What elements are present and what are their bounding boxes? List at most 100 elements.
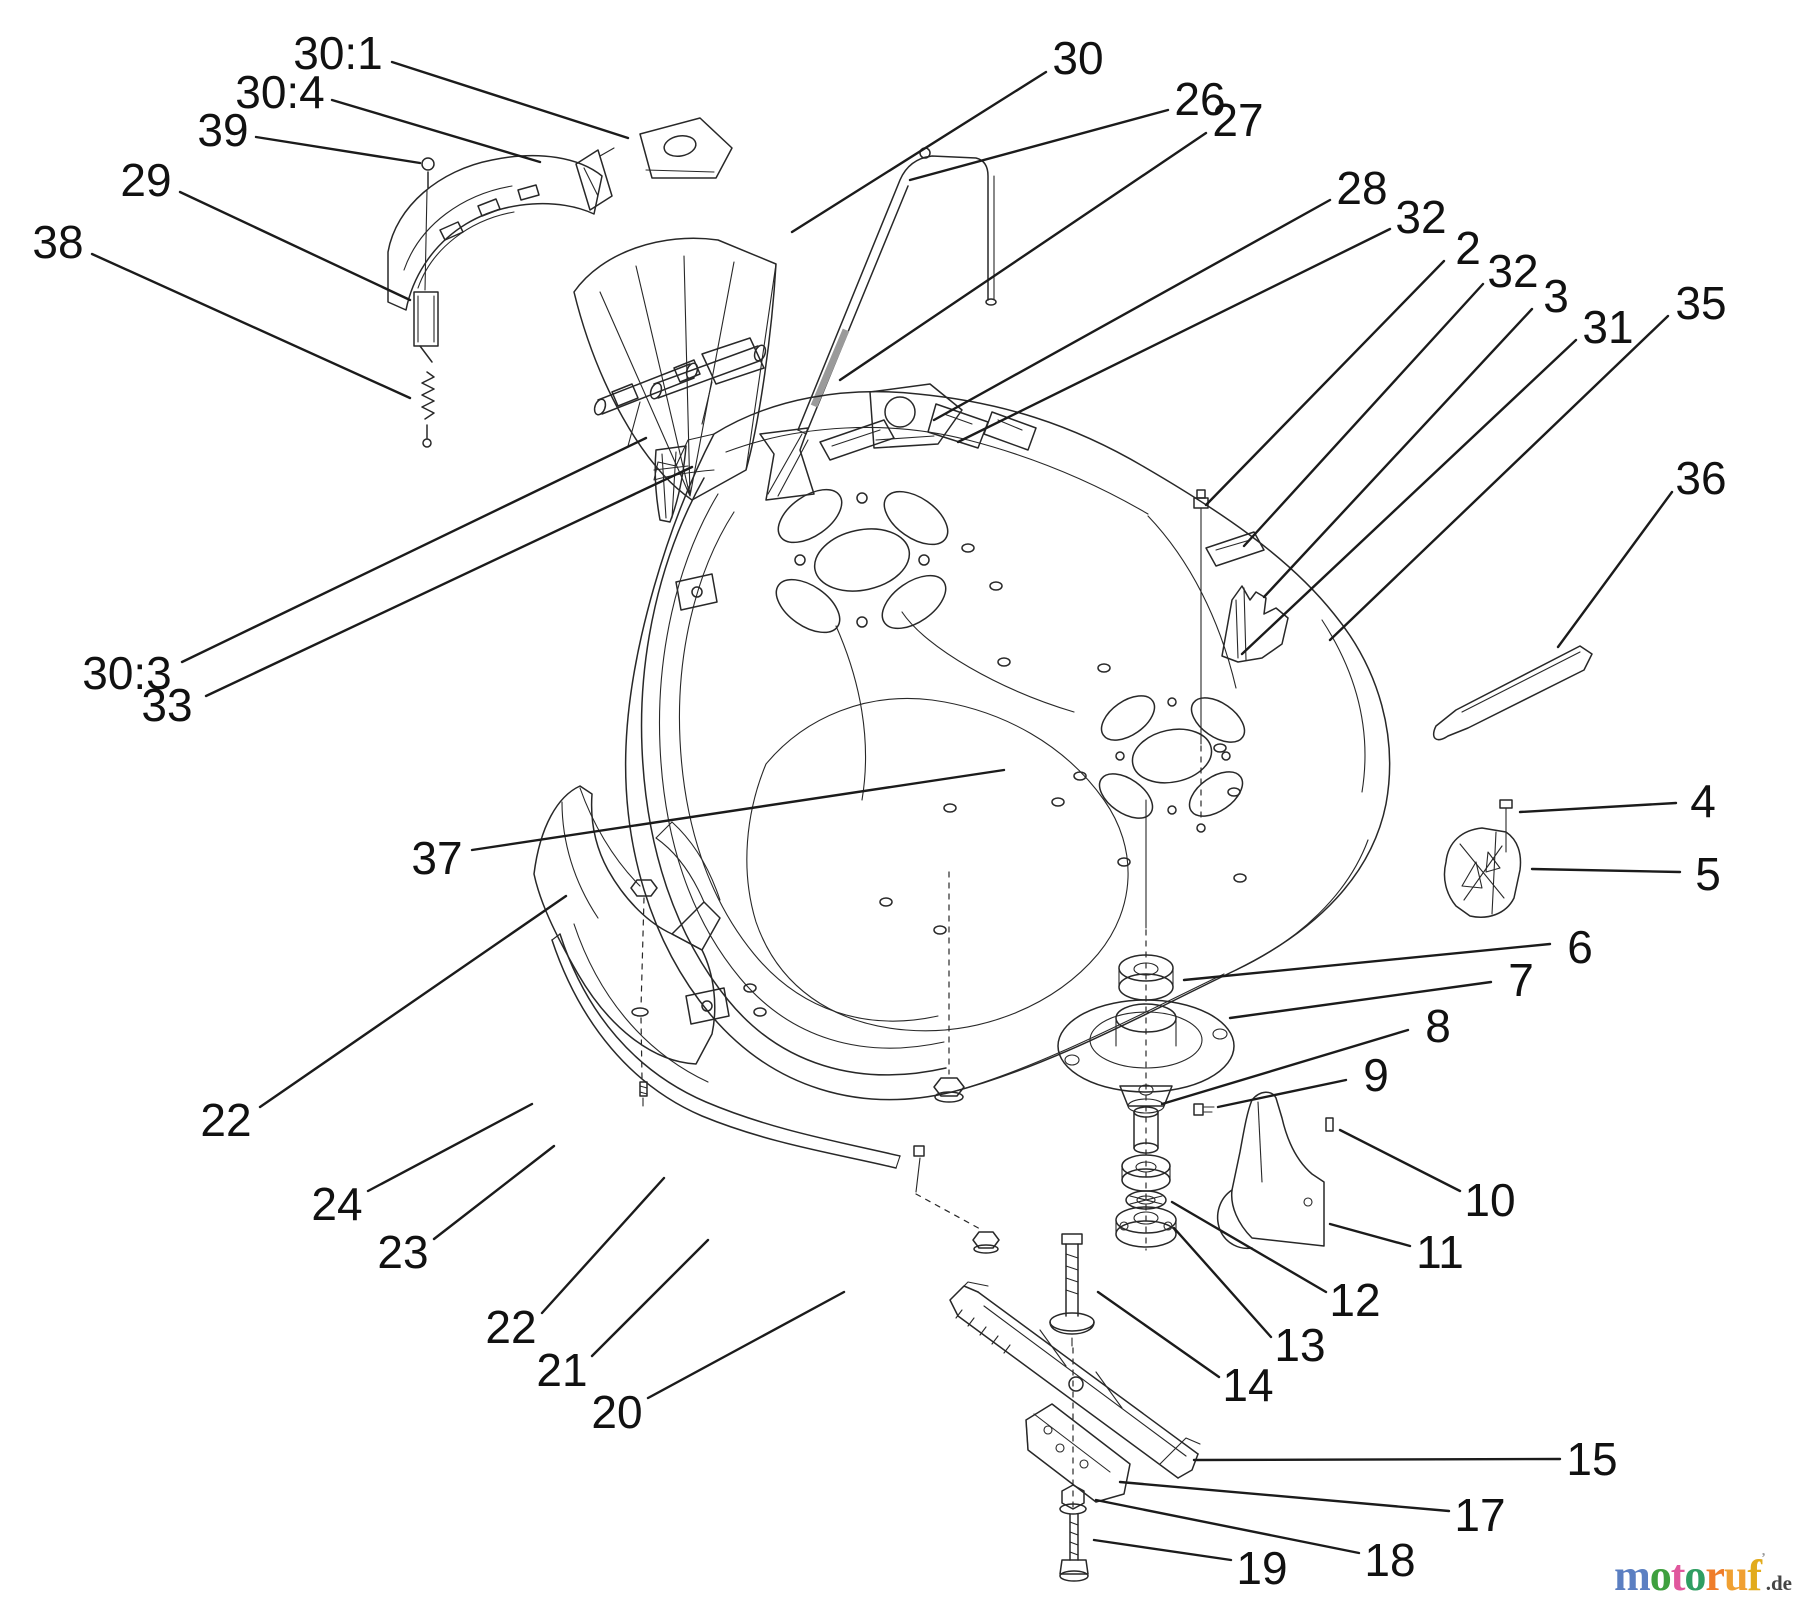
deck-nut-drawing xyxy=(933,871,965,1103)
callout-leader-18 xyxy=(1094,1498,1361,1555)
callout-label-30: 30 xyxy=(1052,32,1103,84)
watermark-letter: o xyxy=(1649,1551,1672,1600)
watermark-tm-mark: ’ xyxy=(1761,1551,1766,1566)
callout-leader-32b xyxy=(1242,282,1485,548)
callout-leader-38 xyxy=(90,252,412,400)
callout-leader-19 xyxy=(1092,1538,1233,1562)
chute-pivot-drawing xyxy=(413,291,439,363)
callout-leader-22a xyxy=(258,894,568,1109)
callout-leader-23 xyxy=(432,1144,556,1241)
callout-label-19: 19 xyxy=(1236,1542,1287,1594)
callout-leader-30-4 xyxy=(330,98,542,164)
callout-leader-10 xyxy=(1338,1128,1462,1193)
lower-deflector-drawing xyxy=(533,785,1000,1254)
callout-leader-28 xyxy=(932,198,1332,422)
callout-label-6: 6 xyxy=(1567,921,1593,973)
side-cover-drawing xyxy=(1443,799,1522,918)
callout-leader-30 xyxy=(790,70,1048,234)
spring-drawing xyxy=(421,371,435,448)
callout-label-24: 24 xyxy=(311,1178,362,1230)
callout-leader-39 xyxy=(254,135,422,165)
callout-label-17: 17 xyxy=(1454,1489,1505,1541)
watermark-word: motoruf xyxy=(1614,1551,1762,1600)
callout-label-14: 14 xyxy=(1222,1359,1273,1411)
watermark-letter: u xyxy=(1723,1551,1749,1600)
callout-label-23: 23 xyxy=(377,1226,428,1278)
callout-leader-12 xyxy=(1170,1200,1328,1294)
callout-label-39: 39 xyxy=(197,104,248,156)
callout-label-11: 11 xyxy=(1416,1226,1464,1278)
callout-leader-5 xyxy=(1530,867,1682,874)
callout-leader-15 xyxy=(1192,1457,1562,1462)
callout-label-15: 15 xyxy=(1566,1433,1617,1485)
callout-label-30-3: 30:3 xyxy=(82,647,172,699)
callout-leader-4 xyxy=(1518,801,1678,814)
spindle-boss-front-drawing xyxy=(775,488,949,634)
chute-assembly-drawing xyxy=(387,147,615,448)
callout-label-22a: 22 xyxy=(200,1094,251,1146)
callout-label-20: 20 xyxy=(591,1386,642,1438)
callout-leader-2 xyxy=(1204,259,1446,507)
idler-bracket-drawing xyxy=(1221,585,1289,663)
callout-leader-30-1 xyxy=(390,60,630,140)
callout-leader-11 xyxy=(1328,1222,1412,1248)
callout-leader-30-3 xyxy=(180,436,648,664)
watermark-letter: o xyxy=(1684,1551,1706,1600)
callout-leader-20 xyxy=(646,1290,846,1400)
callout-label-32b: 32 xyxy=(1487,245,1538,297)
callout-leader-6 xyxy=(1182,942,1552,982)
wedge-strip-drawing xyxy=(1432,645,1593,741)
cover-plate-drawing xyxy=(639,117,733,179)
callout-label-26: 26 xyxy=(1174,73,1225,125)
callout-label-37: 37 xyxy=(411,832,462,884)
callout-label-29: 29 xyxy=(120,154,171,206)
watermark-letter: r xyxy=(1705,1551,1725,1600)
callout-leader-33 xyxy=(204,465,694,698)
callout-label-3: 3 xyxy=(1543,270,1569,322)
callout-label-38: 38 xyxy=(32,216,83,268)
callout-leader-14 xyxy=(1096,1290,1221,1379)
watermark-letter: m xyxy=(1614,1551,1651,1600)
deck-holes-drawing xyxy=(743,543,1247,1017)
callout-leader-37 xyxy=(470,768,1006,852)
callout-label-4: 4 xyxy=(1690,775,1716,827)
callout-leader-26 xyxy=(908,108,1170,182)
support-rod-drawing xyxy=(797,147,997,435)
callout-label-12: 12 xyxy=(1329,1274,1380,1326)
callout-label-31: 31 xyxy=(1582,301,1633,353)
watermark-letter: f xyxy=(1747,1551,1762,1600)
blade-assembly-drawing xyxy=(949,1233,1201,1582)
callout-leader-13 xyxy=(1172,1226,1273,1339)
callout-label-10: 10 xyxy=(1464,1174,1515,1226)
callout-label-22b: 22 xyxy=(485,1301,536,1353)
callout-leader-22b xyxy=(540,1176,666,1315)
callout-label-7: 7 xyxy=(1508,954,1534,1006)
callout-label-18: 18 xyxy=(1364,1534,1415,1586)
baffle-plate-drawing xyxy=(1193,1091,1334,1250)
callout-leader-35 xyxy=(1328,314,1670,642)
callout-label-30-1: 30:1 xyxy=(293,27,383,79)
callout-leader-36 xyxy=(1556,490,1674,649)
callout-label-9: 9 xyxy=(1363,1049,1389,1101)
callout-leader-9 xyxy=(1216,1078,1348,1109)
callout-label-32a: 32 xyxy=(1395,191,1446,243)
callout-leader-29 xyxy=(178,190,412,302)
callout-leader-17 xyxy=(1118,1480,1451,1513)
callout-leader-7 xyxy=(1228,980,1493,1020)
callout-leader-32a xyxy=(956,227,1392,444)
callout-leader-31 xyxy=(1240,338,1578,656)
spindle-assembly-drawing xyxy=(1057,799,1235,1251)
chute-screw-drawing xyxy=(421,157,435,189)
callout-label-33: 33 xyxy=(141,679,192,731)
callout-leader-21 xyxy=(590,1238,710,1358)
lever-link-assembly-drawing xyxy=(593,337,767,447)
watermark-domain-suffix: .de xyxy=(1765,1571,1792,1595)
callout-label-2: 2 xyxy=(1455,222,1481,274)
callout-label-35: 35 xyxy=(1675,277,1726,329)
callout-label-30-4: 30:4 xyxy=(235,66,325,118)
motoruf-watermark: motoruf’ .de xyxy=(1614,1552,1792,1598)
callout-label-27: 27 xyxy=(1212,94,1263,146)
